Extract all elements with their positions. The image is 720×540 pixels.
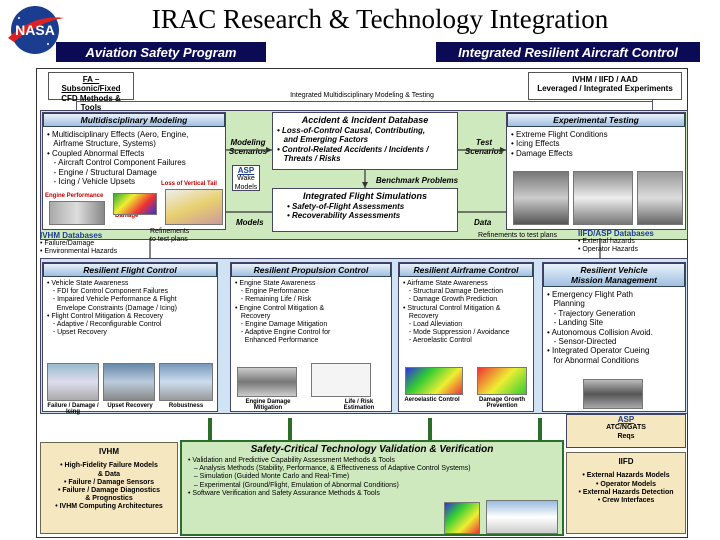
connector-arrows xyxy=(0,0,720,540)
